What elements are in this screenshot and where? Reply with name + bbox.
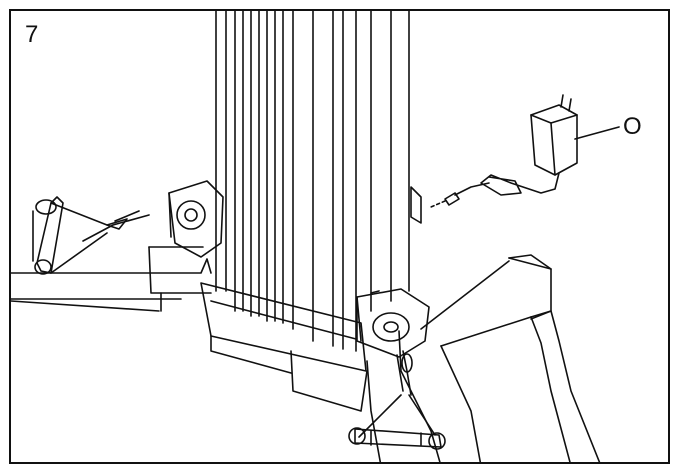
part-label: O [623, 113, 642, 140]
right-handle [348, 350, 446, 450]
left-handle [32, 196, 150, 275]
left-pulley [168, 180, 224, 258]
power-adapter [410, 94, 578, 224]
assembly-illustration [11, 11, 620, 462]
base-frame [11, 246, 601, 462]
callout-leader-line [574, 126, 620, 140]
upright-column [200, 11, 410, 412]
step-number: 7 [25, 21, 39, 48]
instruction-frame: 7 O [9, 9, 670, 464]
right-pulley [356, 288, 430, 358]
